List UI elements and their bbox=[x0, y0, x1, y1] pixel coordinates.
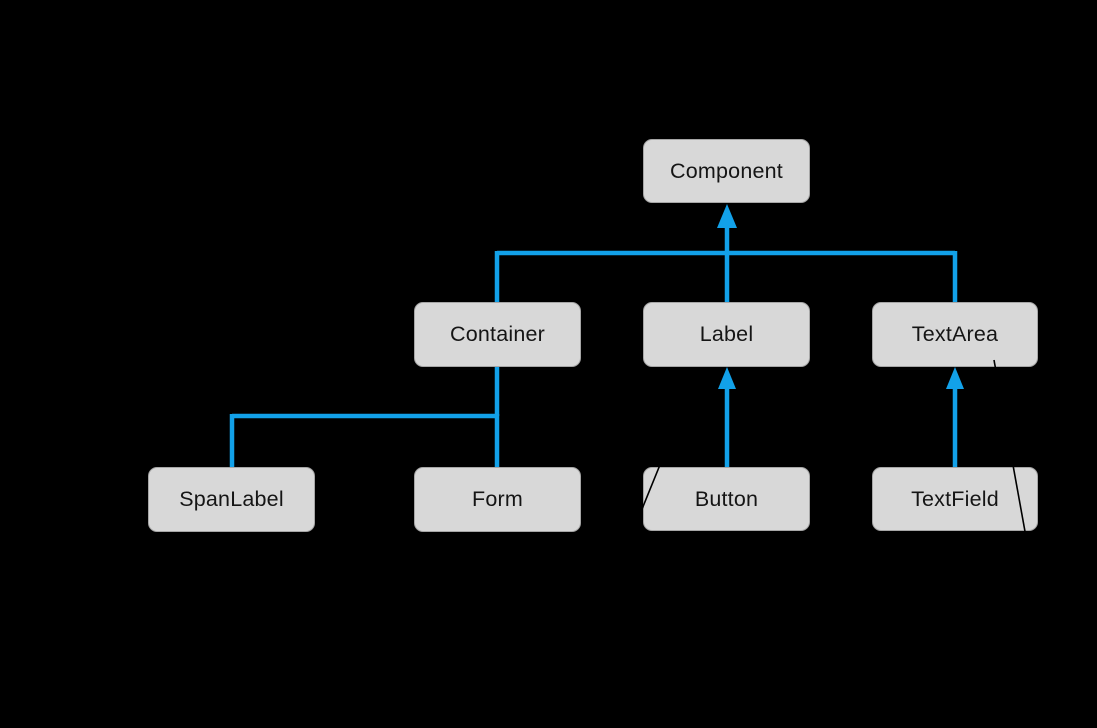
node-textfield: TextField bbox=[872, 467, 1038, 531]
node-label: Label bbox=[643, 302, 810, 367]
node-container-label: Container bbox=[449, 322, 546, 346]
edge-group-to-component bbox=[494, 204, 958, 306]
node-component-label: Component bbox=[670, 158, 783, 183]
node-button: Button bbox=[643, 467, 810, 531]
edge-group-to-container bbox=[229, 365, 500, 470]
node-textarea: TextArea bbox=[872, 302, 1038, 367]
node-textfield-label: TextField bbox=[911, 486, 999, 511]
arrowhead-to-textarea bbox=[946, 367, 964, 389]
node-form: Form bbox=[414, 467, 581, 532]
node-spanlabel-label: SpanLabel bbox=[179, 487, 284, 511]
node-label-label: Label bbox=[699, 322, 754, 346]
arrowhead-to-label bbox=[718, 367, 736, 389]
node-form-label: Form bbox=[472, 487, 523, 511]
node-spanlabel: SpanLabel bbox=[148, 467, 315, 532]
node-component: Component bbox=[643, 139, 810, 203]
node-button-label: Button bbox=[694, 486, 759, 511]
edge-textfield-to-textarea bbox=[946, 367, 964, 470]
node-textarea-label: TextArea bbox=[911, 322, 999, 346]
arrowhead-to-component bbox=[717, 204, 737, 228]
node-container: Container bbox=[414, 302, 581, 367]
edge-button-to-label bbox=[718, 367, 736, 470]
